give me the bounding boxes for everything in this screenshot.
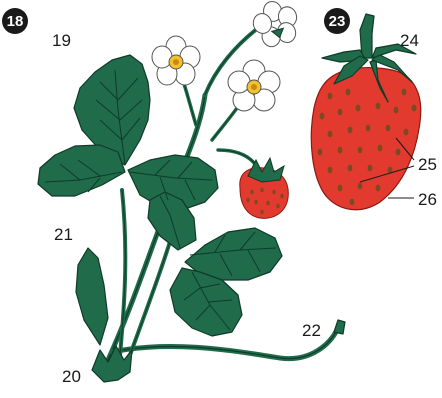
svg-text:23: 23	[329, 13, 346, 30]
label-22: 22	[302, 321, 321, 340]
flower-3	[249, 0, 303, 50]
figure-badge-18: 18	[2, 8, 28, 34]
plant-figure: 18	[2, 0, 345, 386]
fruit-figure: 23	[311, 8, 437, 210]
plant-berry	[240, 158, 289, 218]
label-26: 26	[418, 190, 437, 209]
label-25: 25	[418, 155, 437, 174]
flower-1	[152, 36, 200, 85]
label-24: 24	[400, 31, 419, 50]
svg-text:18: 18	[7, 13, 24, 30]
label-21: 21	[54, 225, 73, 244]
figure-badge-23: 23	[324, 8, 350, 34]
flower-2	[228, 60, 280, 111]
label-19: 19	[52, 31, 71, 50]
label-20: 20	[62, 367, 81, 386]
